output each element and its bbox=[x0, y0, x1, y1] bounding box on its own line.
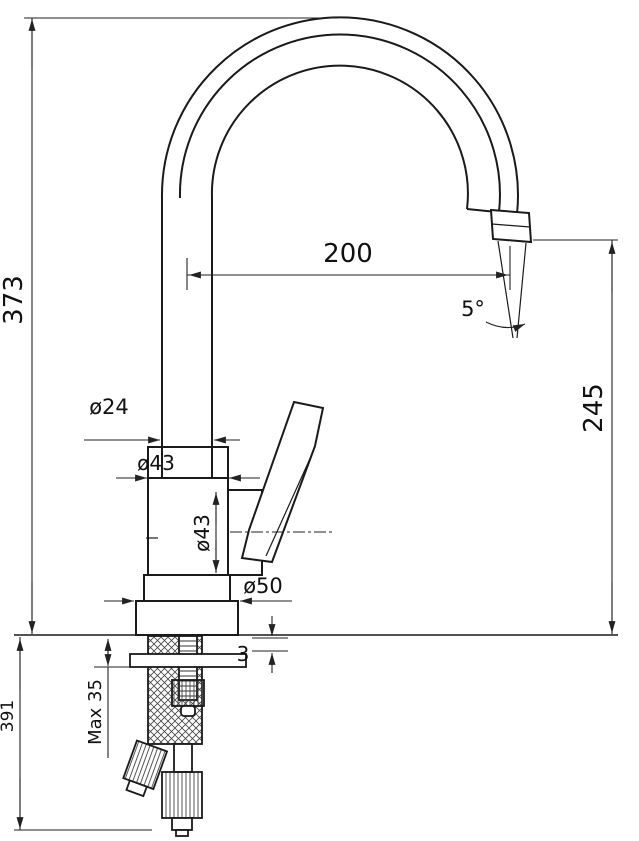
knurled-fitting bbox=[161, 771, 203, 819]
spout-outer-arc bbox=[160, 16, 519, 215]
dim-spout-reach: 200 bbox=[186, 239, 511, 290]
stud-tip bbox=[180, 705, 196, 717]
base-diameter-label: ø50 bbox=[243, 574, 283, 598]
bottom-hose-fitting bbox=[161, 771, 203, 837]
outlet-height-label: 245 bbox=[579, 383, 609, 433]
base-upper bbox=[143, 574, 231, 602]
handle-lever bbox=[240, 400, 325, 564]
spout-inner-arc bbox=[210, 64, 469, 210]
dim-spout-diameter: ø24 bbox=[84, 395, 240, 444]
spout bbox=[160, 16, 533, 477]
dim-base-diameter: ø50 bbox=[104, 574, 292, 605]
handle-outline bbox=[240, 400, 325, 564]
left-hose-fitting bbox=[122, 739, 169, 798]
hose-tube bbox=[173, 743, 193, 773]
dim-gasket-thickness: 3 bbox=[237, 616, 288, 673]
max-deck-thickness-label: Max 35 bbox=[85, 679, 106, 745]
spout-diameter-label: ø24 bbox=[89, 395, 129, 419]
riser-pipe bbox=[161, 198, 213, 477]
dim-outlet-height: 245 bbox=[533, 239, 618, 634]
dim-overall-height: 373 bbox=[0, 17, 338, 634]
mounting-washer bbox=[129, 653, 247, 668]
base-flange bbox=[135, 600, 239, 636]
cartridge-diameter-label: ø43 bbox=[190, 514, 214, 552]
dim-body-diameter: ø43 bbox=[116, 451, 260, 482]
body-diameter-label: ø43 bbox=[137, 451, 175, 475]
dim-hose-length: 391 bbox=[0, 637, 152, 831]
gasket-thickness-label: 3 bbox=[237, 642, 250, 666]
aerator-seam-line bbox=[491, 223, 531, 228]
mounting-hardware bbox=[129, 635, 247, 717]
dim-cartridge-diameter: ø43 bbox=[190, 492, 220, 573]
spout-reach-label: 200 bbox=[323, 239, 373, 269]
mounting-nut bbox=[171, 679, 205, 707]
fitting-nub bbox=[175, 829, 189, 837]
water-stream bbox=[497, 240, 527, 339]
dim-max-deck-thickness: Max 35 bbox=[85, 639, 132, 758]
overall-height-label: 373 bbox=[0, 275, 29, 325]
handle-edge-line bbox=[265, 451, 314, 557]
supply-hoses bbox=[122, 635, 203, 837]
stream-angle-label: 5° bbox=[461, 297, 485, 321]
fitting-tip bbox=[171, 817, 193, 831]
fitting-tip bbox=[125, 779, 148, 798]
spout-contour-arc bbox=[178, 33, 501, 213]
hose-length-label: 391 bbox=[0, 700, 18, 732]
angle-arc bbox=[485, 321, 526, 332]
dim-stream-angle: 5° bbox=[461, 297, 526, 332]
